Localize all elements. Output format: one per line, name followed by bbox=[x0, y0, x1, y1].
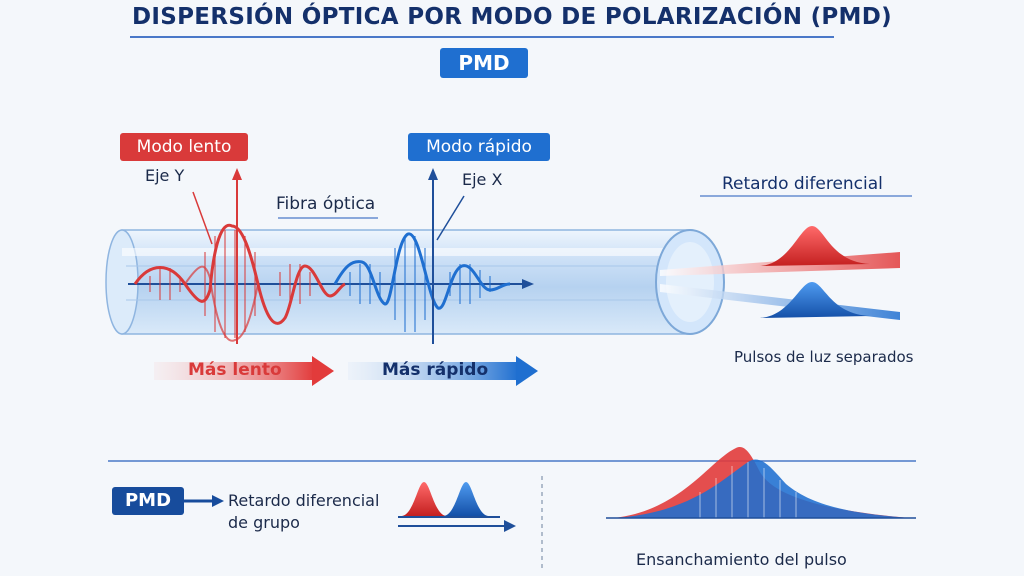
fast-axis-leader bbox=[436, 195, 465, 241]
separated-pulses-label: Pulsos de luz separados bbox=[734, 348, 914, 366]
broadening-label: Ensanchamiento del pulso bbox=[636, 550, 847, 569]
pmd-arrowhead bbox=[212, 495, 224, 507]
page-title: DISPERSIÓN ÓPTICA POR MODO DE POLARIZACI… bbox=[132, 4, 892, 30]
propagation-arrowhead bbox=[522, 279, 534, 289]
differential-delay-label: Retardo diferencial bbox=[722, 174, 883, 194]
dgd-label-line1: Retardo diferencial bbox=[228, 491, 380, 510]
fast-mode-tag: Modo rápido bbox=[408, 133, 550, 161]
slow-output-pulse bbox=[760, 226, 870, 266]
slow-speed-arrow bbox=[154, 356, 334, 386]
fast-output-pulse bbox=[760, 282, 870, 318]
slow-axis-arrowhead bbox=[232, 168, 242, 180]
slow-speed-label: Más lento bbox=[188, 360, 282, 380]
dgd-mini-pulses bbox=[398, 482, 516, 532]
dgd-label-line2: de grupo bbox=[228, 513, 300, 532]
broadened-pulse bbox=[606, 447, 916, 519]
slow-axis-leader bbox=[192, 191, 213, 245]
slow-mode-wave bbox=[133, 223, 346, 342]
pmd-bottom-tag: PMD bbox=[112, 487, 184, 515]
fast-speed-label: Más rápido bbox=[382, 360, 489, 380]
pmd-badge: PMD bbox=[440, 48, 528, 78]
fast-axis-arrowhead bbox=[428, 168, 438, 180]
fast-mode-wave bbox=[333, 232, 511, 332]
fiber-label: Fibra óptica bbox=[276, 194, 376, 214]
slow-axis-label: Eje Y bbox=[145, 166, 185, 185]
fast-axis-label: Eje X bbox=[462, 170, 503, 189]
fast-speed-arrow bbox=[348, 356, 538, 386]
slow-mode-tag: Modo lento bbox=[120, 133, 248, 161]
dgd-label: Retardo diferencial de grupo bbox=[228, 490, 398, 534]
